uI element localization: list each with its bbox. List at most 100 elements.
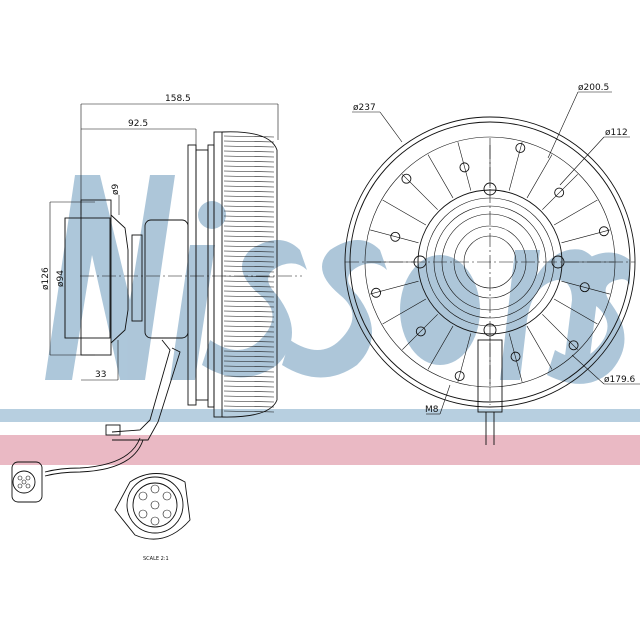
- fin-line: [223, 330, 275, 333]
- fin-line: [223, 290, 275, 293]
- bolt-hole: [568, 340, 579, 351]
- fin-line: [223, 185, 275, 188]
- rib-line: [370, 280, 419, 295]
- rib-line: [526, 325, 553, 370]
- connector-scale-label: SCALE 2:1: [143, 556, 169, 562]
- fin-line: [223, 150, 275, 153]
- fin-line: [223, 390, 275, 393]
- fin-line: [223, 250, 275, 253]
- rib-line: [427, 325, 454, 370]
- rib-line: [542, 314, 578, 350]
- bolt-hole: [371, 287, 382, 298]
- rib-line: [370, 229, 419, 244]
- dim-flange-to-body: 92.5: [128, 119, 148, 129]
- dim-hub-diameter: ø112: [605, 128, 628, 138]
- fin-line: [223, 230, 275, 233]
- fin-line: [223, 380, 275, 383]
- bolt-hole: [401, 173, 412, 184]
- bolt-hole: [415, 326, 426, 337]
- fin-line: [223, 405, 275, 408]
- bolt-hole: [598, 226, 609, 237]
- fin-line: [223, 245, 275, 248]
- fin-line: [223, 360, 275, 363]
- rib-line: [457, 142, 472, 191]
- fin-line: [223, 200, 275, 203]
- fin-line: [223, 240, 275, 243]
- fin-line: [223, 205, 275, 208]
- rib-line: [427, 154, 454, 199]
- bolt-hole: [390, 231, 401, 242]
- fin-line: [223, 365, 275, 368]
- fin-line: [223, 265, 275, 268]
- dim-bolt-hole: ø9: [111, 183, 121, 195]
- dim-ring-diameter: ø200.5: [578, 83, 609, 93]
- connector-detail: [114, 473, 191, 540]
- fin-line: [223, 140, 275, 143]
- fin-line: [223, 295, 275, 298]
- fin-line: [223, 300, 275, 303]
- fin-line: [223, 175, 275, 178]
- bolt-hole: [554, 187, 565, 198]
- rib-line: [508, 142, 523, 191]
- pink-band: [0, 435, 640, 465]
- fin-line: [223, 220, 275, 223]
- fin-line: [223, 335, 275, 338]
- dim-flange-inner: ø94: [56, 270, 66, 287]
- fin-line: [223, 325, 275, 328]
- fin-line: [223, 275, 275, 278]
- rib-line: [508, 333, 523, 382]
- fin-line: [223, 340, 275, 343]
- fin-line: [223, 155, 275, 158]
- fin-line: [223, 270, 275, 273]
- dim-flange-depth: 33: [95, 370, 106, 380]
- fin-line: [223, 145, 275, 148]
- fin-line: [223, 350, 275, 353]
- fin-line: [223, 210, 275, 213]
- bolt-hole: [515, 143, 526, 153]
- fin-line: [223, 315, 275, 318]
- rib-line: [553, 298, 598, 325]
- rib-line: [526, 154, 553, 199]
- rib-line: [542, 174, 578, 210]
- fin-line: [223, 375, 275, 378]
- fin-line: [223, 215, 275, 218]
- bolt-hole: [454, 371, 465, 381]
- bolt-hole: [459, 162, 470, 173]
- dim-outer-diameter: ø237: [353, 103, 376, 113]
- dim-bolt-circle: ø179.6: [604, 375, 636, 385]
- side-view: [11, 103, 302, 503]
- rib-line: [382, 298, 427, 325]
- fin-line: [223, 385, 275, 388]
- fin-line: [223, 165, 275, 168]
- fin-line: [223, 370, 275, 373]
- fin-line: [223, 395, 275, 398]
- fin-line: [223, 355, 275, 358]
- fin-line: [223, 255, 275, 258]
- cooling-fins: [223, 135, 275, 413]
- fin-line: [223, 260, 275, 263]
- front-view: [344, 91, 640, 445]
- bolt-hole: [510, 351, 521, 362]
- fin-line: [223, 310, 275, 313]
- rib-line: [561, 229, 610, 244]
- fin-line: [223, 280, 275, 283]
- radial-ribs: [366, 138, 614, 386]
- rib-line: [382, 199, 427, 226]
- fin-line: [223, 135, 275, 138]
- mounting-bolts: [371, 143, 609, 381]
- fin-line: [223, 190, 275, 193]
- fin-line: [223, 320, 275, 323]
- bolt-hole: [579, 282, 590, 293]
- rib-line: [553, 199, 598, 226]
- dim-overall-length: 158.5: [165, 94, 191, 104]
- fin-line: [223, 225, 275, 228]
- dim-flange-outer: ø126: [41, 267, 51, 290]
- dim-thread: M8: [425, 405, 439, 415]
- fin-line: [223, 305, 275, 308]
- fin-line: [223, 235, 275, 238]
- rib-line: [402, 174, 438, 210]
- rib-line: [457, 333, 472, 382]
- fin-line: [223, 410, 275, 413]
